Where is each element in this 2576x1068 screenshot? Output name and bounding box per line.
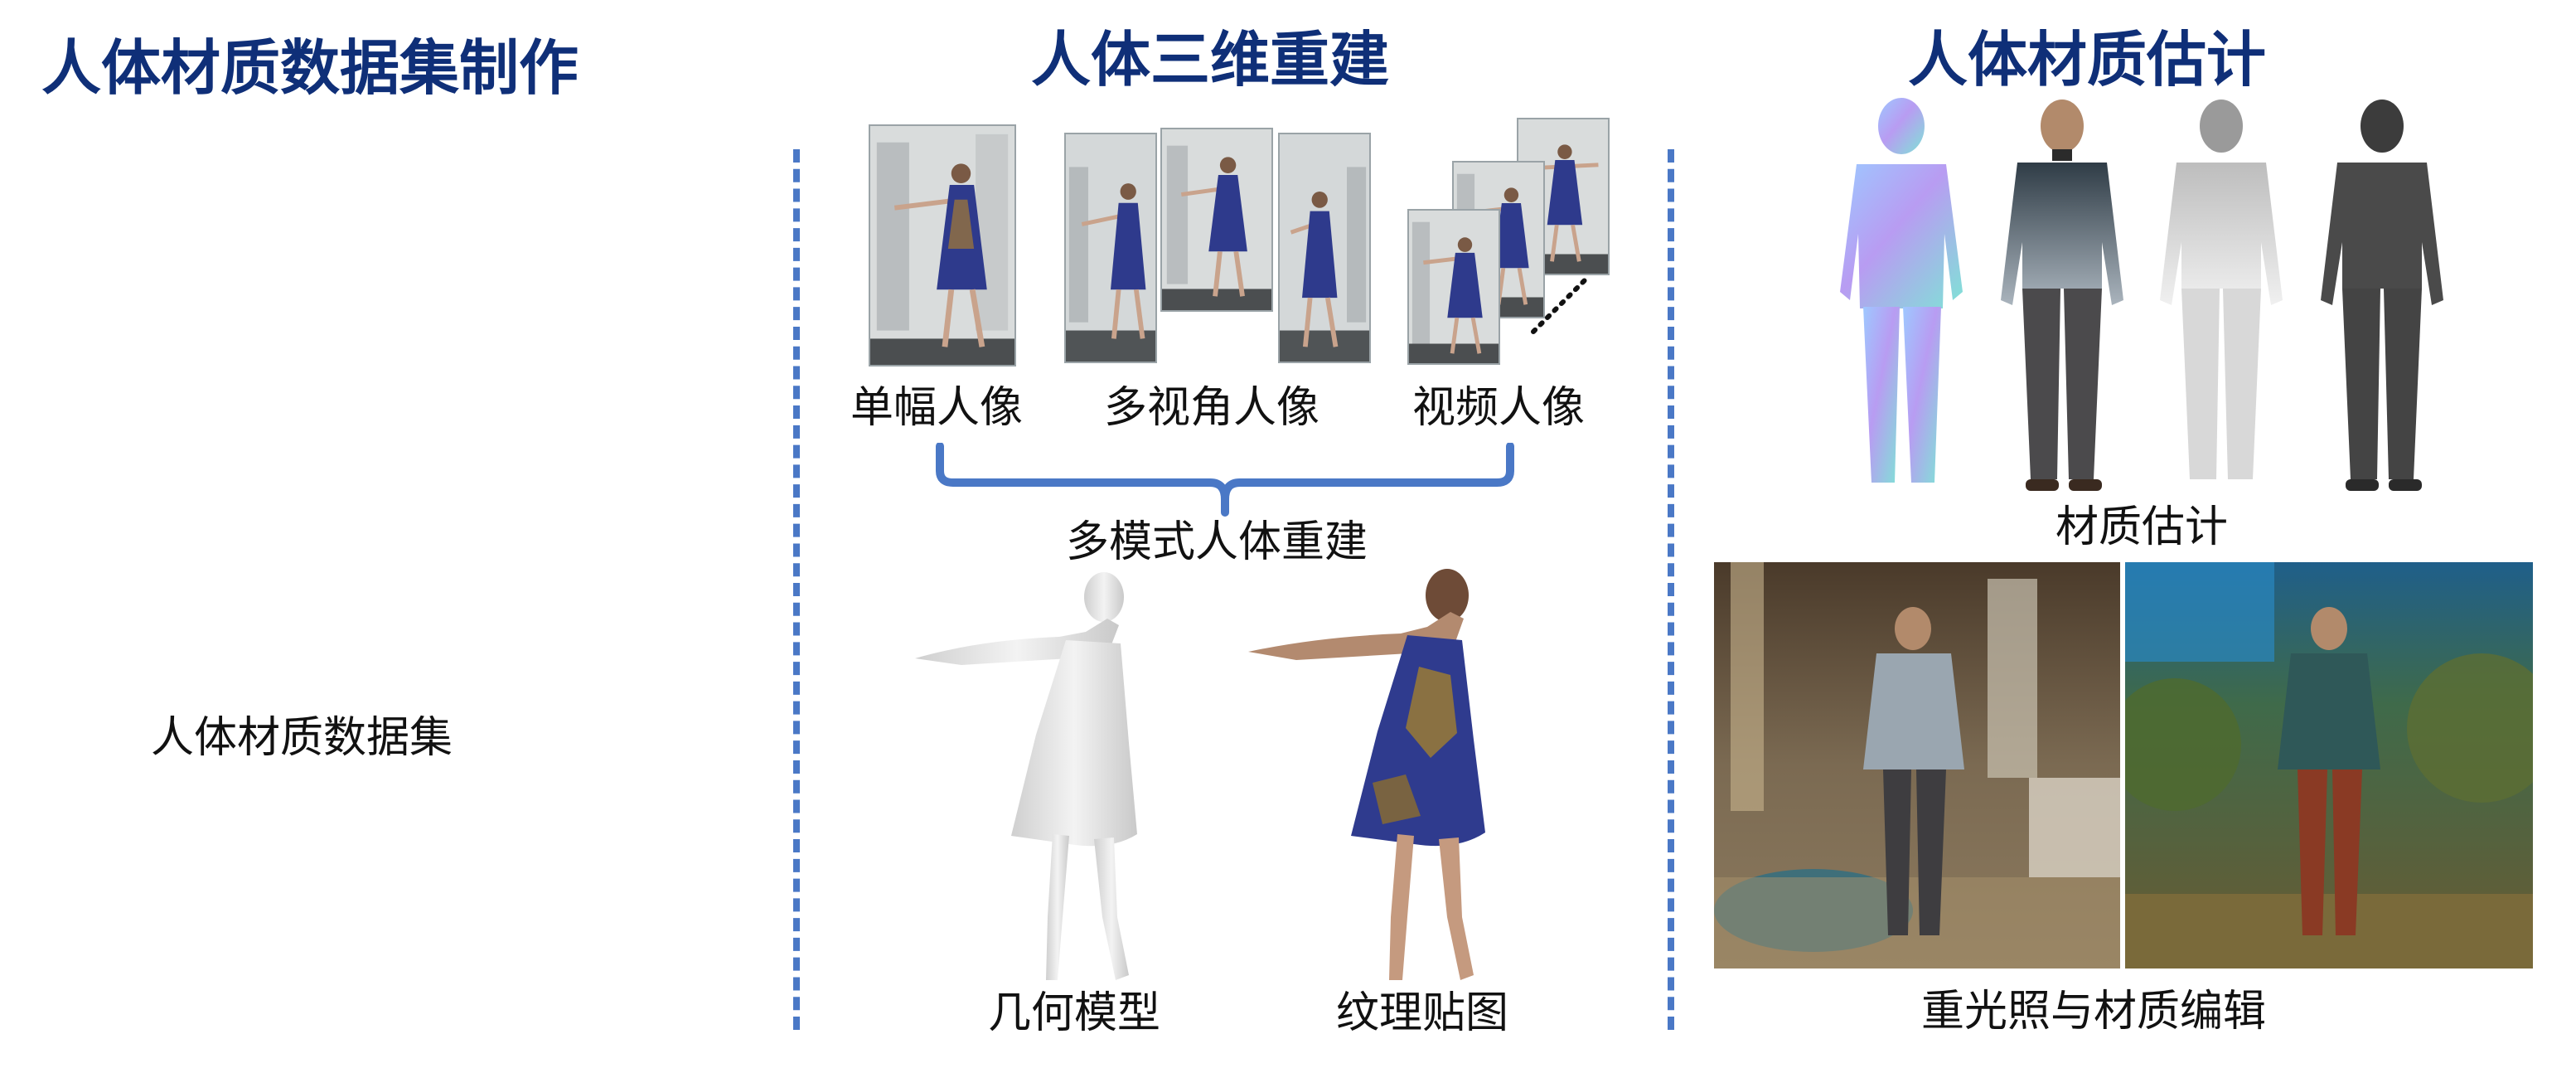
single-view-label: 单幅人像 [850, 383, 1024, 433]
multi-view-photo-right [1278, 133, 1371, 363]
roughness-render [2160, 100, 2283, 479]
metallic-render [2321, 100, 2443, 491]
right-divider [1668, 149, 1674, 1030]
geometry-model-label: 几何模型 [988, 988, 1161, 1038]
multi-view-photo-left [1064, 133, 1157, 363]
material-section-title: 人体材质估计 [1908, 25, 2267, 95]
relighting-scene-indoor [1714, 562, 2120, 968]
multi-view-photo-center [1160, 128, 1273, 312]
dataset-caption: 人体材质数据集 [151, 713, 453, 763]
relighting-label: 重光照与材质编辑 [1921, 987, 2267, 1036]
multimodal-brace [936, 443, 1514, 517]
reconstruction-section-title: 人体三维重建 [1031, 25, 1390, 95]
normal-map-render [1840, 98, 1963, 483]
single-view-photo [869, 124, 1016, 367]
material-estimation-label: 材质估计 [2055, 502, 2229, 552]
geometry-model-figure [915, 572, 1137, 980]
albedo-render [2001, 100, 2123, 491]
video-frame-1 [1407, 209, 1500, 365]
video-ellipsis-icon [1531, 278, 1587, 334]
relighting-scene-outdoor [2125, 562, 2533, 968]
texture-map-label: 纹理贴图 [1336, 988, 1509, 1038]
dataset-section-title: 人体材质数据集制作 [41, 33, 579, 103]
multi-view-label: 多视角人像 [1104, 383, 1320, 433]
texture-map-figure [1248, 569, 1485, 980]
left-divider [793, 149, 800, 1030]
video-label: 视频人像 [1412, 383, 1586, 433]
multimodal-reconstruction-label: 多模式人体重建 [1066, 517, 1368, 567]
